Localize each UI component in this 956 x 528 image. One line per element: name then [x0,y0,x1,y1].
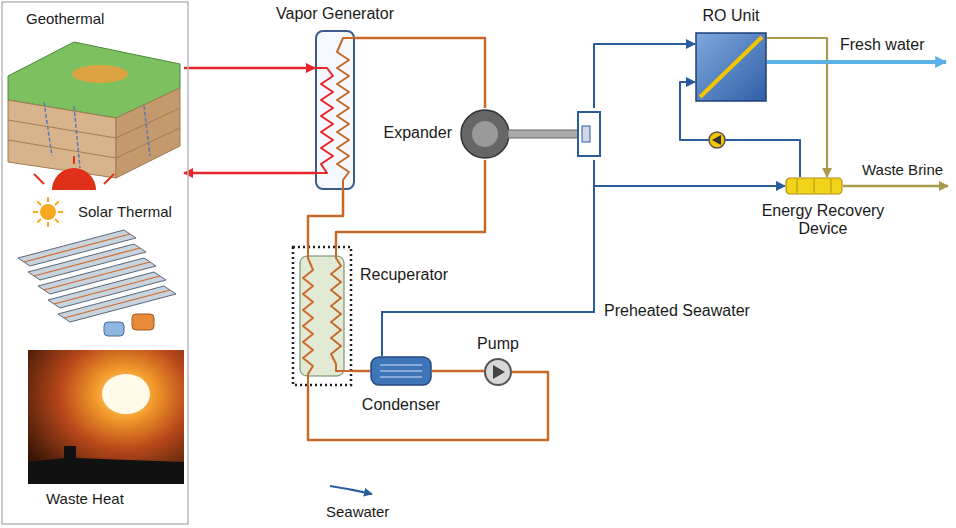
receiver-pipe [64,290,170,318]
recuperator-outline [293,247,351,385]
seawater-arrow [330,486,372,494]
pump: Pump [484,358,512,386]
recuperator: Recuperator [292,246,352,386]
condenser-tube [380,370,422,371]
flow-line [336,160,485,246]
sun-icon [33,197,63,227]
magma [52,168,96,190]
piston [582,126,590,142]
pump-triangle [493,365,505,379]
stack-silhouette [28,446,184,484]
node-label: Condenser [362,396,440,414]
hot-coil [315,68,333,173]
energy-recovery-device-shape [785,177,843,195]
pump-body [485,359,511,385]
high-pressure-pump [578,112,600,156]
node-label: Expander [384,124,453,142]
fault-line [44,102,52,156]
flow-line [432,370,484,373]
flow-line [184,172,315,175]
heat-source: Geothermal [4,6,184,190]
recuperator-shape [292,246,352,386]
fault-line [144,106,150,156]
hot-coil [331,246,352,371]
magma-ray [104,174,114,184]
ro-unit: RO Unit [695,32,767,102]
condenser-shell [371,357,431,385]
storage-tank [132,314,154,330]
hot-zone [72,65,128,83]
erd-body [786,178,842,194]
node-label: RO Unit [703,7,760,25]
expander: Expander [460,108,602,160]
erd-band [813,179,815,193]
node-label: Vapor Generator [276,5,394,23]
flow-line [767,38,827,177]
rock-layer [8,108,180,138]
expander-shape [460,108,602,160]
cold-coil [303,246,313,386]
shaft [508,130,580,138]
energy-recovery-device: Energy Recovery Device [785,177,843,195]
collector-trough [58,286,176,322]
waste-heat-photo [28,350,184,484]
heat-source: Solar Thermal [4,196,184,346]
flow-line [352,370,370,373]
flow-label: Preheated Seawater [604,302,750,320]
expander-body [461,110,509,158]
exchanger-shell [316,31,354,189]
brine-arrow [843,185,948,188]
flow-line [382,160,594,356]
storage-tank [104,322,124,336]
node-label: Waste Heat [46,490,124,507]
condenser: Condenser [370,356,432,386]
expander-rotor [472,121,498,147]
heat-source: Waste Heat [4,350,184,516]
flow-line [184,67,315,70]
erd-band [796,179,798,193]
condenser-shape [370,356,432,386]
ro-unit-shape [695,32,767,102]
flow-label: Seawater [326,503,389,520]
node-label: Recuperator [360,266,448,284]
flow-label: Fresh water [840,36,924,54]
condenser-tube [380,364,422,365]
node-label: Solar Thermal [78,203,172,220]
flow-line [355,38,485,108]
node-label: Geothermal [26,10,104,27]
condenser-tube [380,376,422,377]
working-fluid-coil [337,38,355,190]
ro-vessel [696,33,766,101]
rock-layer [8,128,180,158]
terrain-front [8,100,116,178]
flow-label: Waste Brine [862,161,943,178]
circulation-pump [709,132,725,148]
vapor-generator: Vapor Generator [315,30,355,190]
source-panel [2,2,188,524]
magma-ray [34,174,44,184]
fault-line [74,106,80,168]
node-label: Energy Recovery Device [753,202,893,239]
heat-source-shape [4,6,184,190]
fresh-water-arrow [767,60,946,64]
flow-line [308,190,343,246]
erd-band [830,179,832,193]
node-label: Pump [477,335,519,353]
pump-shape [484,358,512,386]
flame-glow [102,374,150,414]
vapor-generator-shape [315,30,355,190]
ro-membrane [700,37,762,97]
magma-ray [73,156,75,164]
